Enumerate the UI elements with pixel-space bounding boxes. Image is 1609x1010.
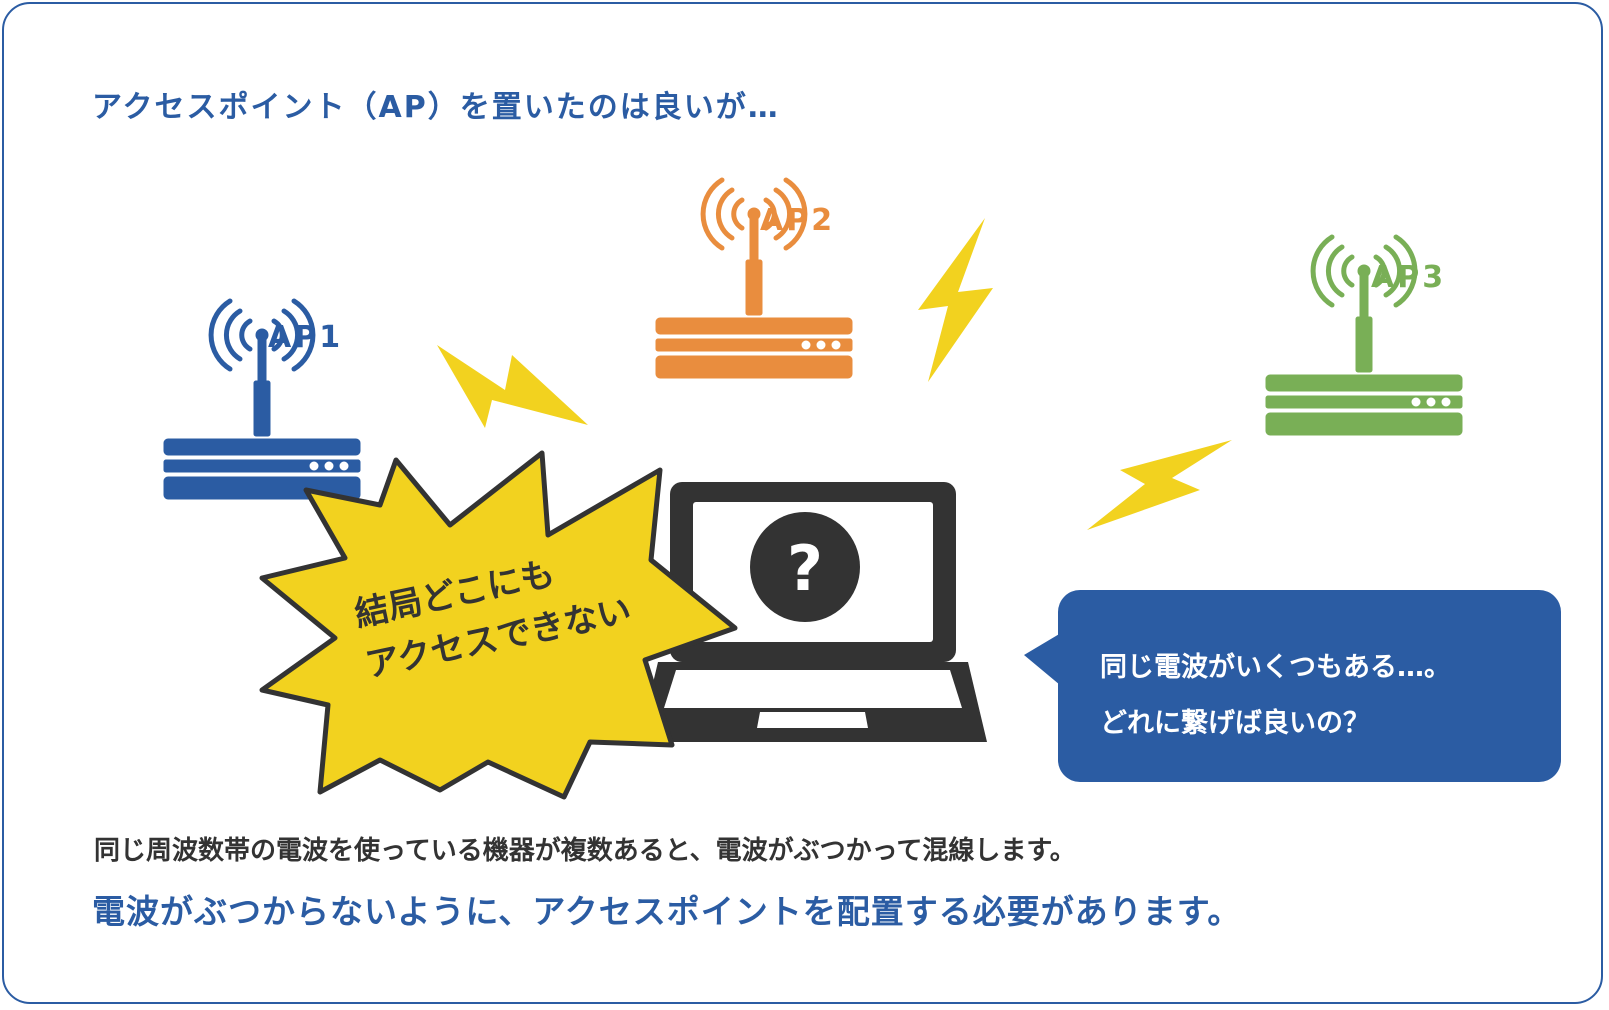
lightning-icon [437,345,588,428]
ap2-label: AP2 [760,203,836,238]
question-mark-icon: ? [787,532,823,605]
ap1-label: AP1 [268,320,344,355]
lightning-icon [1087,440,1232,530]
ap3-label: AP3 [1371,260,1447,295]
conclusion-text: 電波がぶつからないように、アクセスポイントを配置する必要があります。 [92,892,1242,931]
speech-line-1: 同じ電波がいくつもある…。 [1100,652,1451,683]
explanation-text: 同じ周波数帯の電波を使っている機器が複数あると、電波がぶつかって混線します。 [94,836,1076,866]
diagram-title: アクセスポイント（AP）を置いたのは良いが… [92,90,780,125]
laptop-icon: ? [639,482,987,742]
speech-line-2: どれに繋げば良いの？ [1100,708,1370,739]
lightning-icon [918,218,993,382]
speech-bubble-text: 同じ電波がいくつもある…。 どれに繋げば良いの？ [1100,640,1451,752]
speech-bubble [1024,590,1561,782]
burst-shape [259,450,738,800]
